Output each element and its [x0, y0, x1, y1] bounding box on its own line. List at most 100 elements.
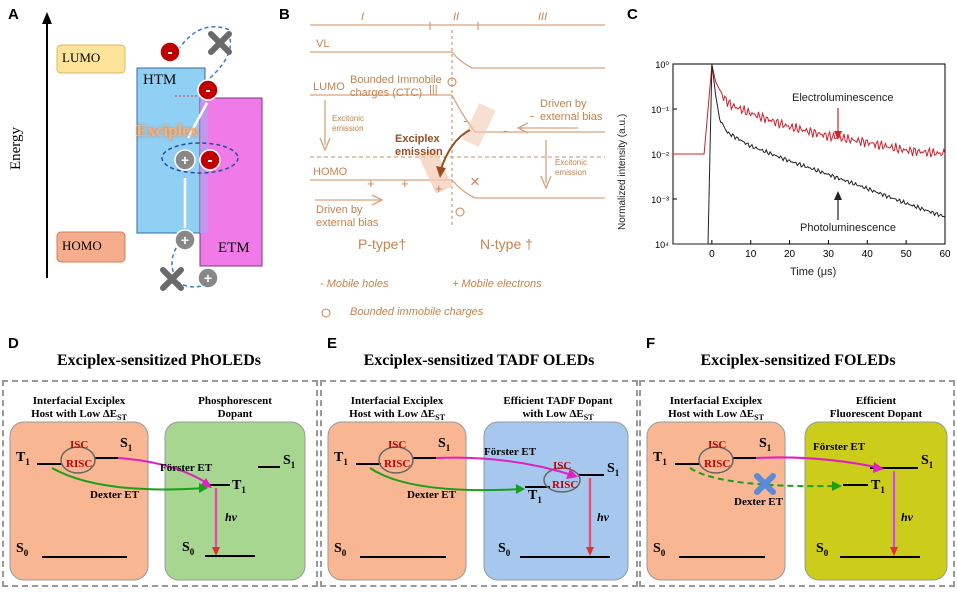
svg-text:+: + — [181, 232, 189, 248]
dexter-arrowhead — [516, 484, 525, 494]
e-t1-label: T1 — [334, 450, 348, 467]
x-tick-label: 10 — [745, 249, 757, 260]
f-t1-label: T1 — [653, 450, 667, 467]
electron-charge: - — [159, 41, 181, 63]
f-dexter-label: Dexter ET — [734, 496, 783, 508]
electron-charge: - — [197, 79, 219, 101]
b-lumo-label: LUMO — [313, 81, 345, 93]
e-dopant-risc-label: RISC — [552, 479, 579, 491]
hole-charge: + — [174, 149, 196, 171]
f-forster-label: Förster ET — [813, 441, 866, 453]
e-dopant-isc-label: ISC — [553, 460, 572, 472]
e-forster-label: Förster ET — [484, 446, 537, 458]
excitonic-arrow-right — [540, 140, 552, 190]
homo-label: HOMO — [62, 238, 102, 253]
d-dopant-heading: Phosphorescent Dopant — [198, 395, 272, 420]
energy-axis-arrowhead — [42, 12, 52, 24]
e-s1-label: S1 — [438, 436, 451, 453]
f-s0-label: S0 — [653, 541, 666, 558]
dexter-arrow-blocked — [689, 467, 839, 488]
panel-letter-c: C — [627, 6, 638, 23]
exciplex-emission-arrowhead — [436, 166, 446, 178]
x-tick-label: 40 — [862, 249, 874, 260]
d-dopant-s1-label: S1 — [283, 453, 296, 470]
hole-charge: + — [174, 229, 196, 251]
svg-text:-: - — [167, 44, 172, 61]
f-dopant-s0-label: S0 — [816, 541, 829, 558]
exciplex-label: Exciplex — [136, 121, 199, 140]
exciplex-highlight — [462, 103, 496, 147]
driven-bias-left: Driven by external bias — [316, 204, 379, 229]
f-risc-label: RISC — [704, 458, 731, 470]
region-ii-label: II — [453, 11, 460, 23]
hole-symbol: + — [401, 176, 409, 191]
bounded-charge-legend — [321, 308, 331, 318]
hole-symbol: + — [367, 176, 375, 191]
el-label: Electroluminescence — [792, 92, 894, 104]
svg-text:+: + — [204, 270, 212, 286]
isc-risc-cycle — [698, 446, 734, 474]
exciplex-emission-arrow — [439, 129, 471, 173]
pl-label: Photoluminescence — [800, 222, 897, 234]
hole-symbol: + — [435, 181, 443, 196]
driven-bias-right: Driven by external bias — [540, 98, 603, 123]
x-tick-label: 20 — [784, 249, 796, 260]
panel-letter-e: E — [327, 335, 338, 352]
legend-mobile-electrons: + Mobile electrons — [452, 278, 542, 290]
excitonic-emission-left: Excitonic emission — [332, 114, 365, 133]
f-isc-label: ISC — [708, 439, 727, 451]
vacuum-level-right — [451, 51, 605, 69]
electron-charge: - — [199, 149, 221, 171]
dopant-box — [164, 421, 306, 581]
x-tick-label: 30 — [823, 249, 835, 260]
host-box — [327, 421, 467, 581]
host-box — [646, 421, 786, 581]
bounded-charge-tick: ||| — [429, 84, 438, 96]
y-tick-label: 10⁰ — [655, 60, 669, 70]
forster-arrow — [435, 456, 576, 477]
etm-label: ETM — [218, 240, 250, 256]
svg-text:+: + — [181, 152, 189, 168]
panel-f-title: Exciplex-sensitized FOLEDs — [700, 352, 896, 369]
svg-text:-: - — [207, 152, 212, 169]
driven-arrow-right — [516, 122, 578, 134]
e-dopant-s0-label: S0 — [498, 541, 511, 558]
forster-arrowhead — [873, 462, 884, 473]
e-dopant-heading: Efficient TADF Dopant with Low ΔEST — [503, 395, 613, 423]
emission-arrowhead — [586, 547, 594, 556]
electron-symbol: - — [463, 113, 467, 128]
dopant-isc-risc-cycle — [543, 467, 581, 493]
forster-arrow — [117, 457, 211, 486]
htm-label: HTM — [143, 72, 177, 88]
ptype-label: P-type† — [358, 236, 407, 252]
legend-mobile-holes: - Mobile holes — [320, 278, 389, 290]
bounded-charge — [447, 77, 457, 87]
f-dopant-heading: Efficient Fluorescent Dopant — [829, 395, 923, 420]
panel-letter-a: A — [8, 6, 19, 23]
panel-d-title: Exciplex-sensitized PhOLEDs — [56, 352, 261, 369]
d-host-heading: Interfacial Exciplex Host with Low ΔEST — [31, 395, 127, 423]
x-axis-label: Time (μs) — [790, 266, 837, 278]
lumo-box — [56, 44, 126, 74]
series-line — [673, 64, 946, 158]
d-dopant-s0-label: S0 — [182, 540, 195, 557]
dexter-arrow — [369, 467, 523, 492]
panel-letter-f: F — [646, 335, 656, 352]
d-s1-label: S1 — [120, 436, 133, 453]
electron-transfer-arrow — [186, 102, 209, 139]
e-hv-label: hv — [597, 510, 609, 524]
hole-charge: + — [197, 267, 219, 289]
homo-box — [56, 231, 126, 263]
dexter-arrow — [51, 467, 206, 491]
y-tick-label: 10⁻² — [651, 150, 669, 160]
x-tick-label: 0 — [709, 249, 715, 260]
region-i-label: I — [361, 11, 365, 23]
electron-symbol: - — [530, 108, 534, 123]
d-risc-label: RISC — [66, 458, 93, 470]
e-risc-label: RISC — [384, 458, 411, 470]
dexter-arrowhead — [832, 481, 842, 491]
forster-arrowhead — [566, 469, 578, 479]
emission-arrowhead — [212, 547, 220, 556]
